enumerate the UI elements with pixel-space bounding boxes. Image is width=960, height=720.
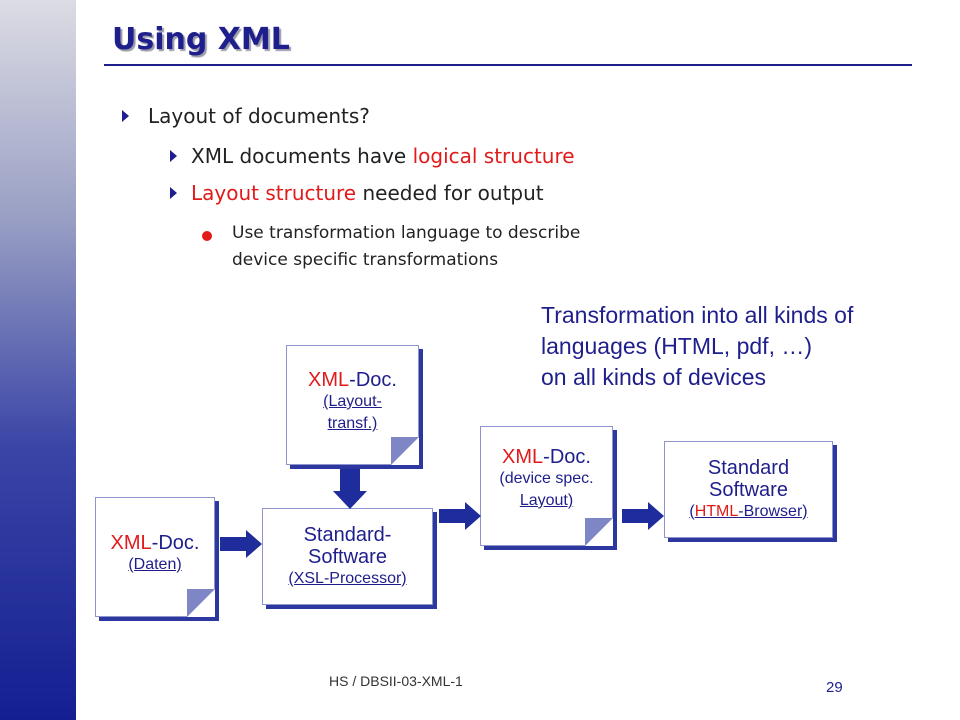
doc-title: XML-Doc. [111, 532, 200, 554]
footer-text: HS / DBSII-03-XML-1 [329, 673, 463, 689]
bullet-text: needed for output [356, 181, 544, 205]
software-title: Software [308, 545, 387, 568]
software-subtitle: (XSL-Processor) [288, 569, 407, 587]
bullet-logical-structure: XML documents have logical structure [191, 144, 575, 168]
paren-label: ( [689, 502, 695, 520]
note-line: on all kinds of devices [541, 364, 767, 390]
xml-label: XML [110, 532, 152, 554]
sub-bullet-transformation-language: Use transformation language to describe … [232, 220, 580, 274]
note-line: Transformation into all kinds of [541, 302, 854, 328]
doc-title: XML-Doc. [308, 369, 397, 391]
bullet-triangle-icon [170, 187, 177, 199]
doc-subtitle: (device spec. [499, 470, 594, 487]
sub-bullet-line: device specific transformations [232, 250, 499, 270]
doc-subtitle: transf.) [327, 415, 378, 432]
bullet-triangle-icon [170, 150, 177, 162]
arrow-right-icon [439, 502, 481, 530]
xml-label: XML [308, 369, 350, 391]
doc-label: -Doc. [543, 446, 591, 468]
doc-label: -Doc. [151, 532, 200, 554]
xml-doc-device-spec-layout: XML-Doc. (device spec. Layout) [480, 426, 613, 546]
bullet-text: XML documents have [191, 144, 413, 168]
sub-bullet-line: Use transformation language to describe [232, 223, 581, 243]
xml-doc-daten: XML-Doc. (Daten) [95, 497, 215, 617]
software-title: Standard [707, 456, 790, 479]
doc-title: XML-Doc. [502, 446, 591, 468]
standard-software-html-browser: Standard Software (HTML-Browser) [664, 441, 833, 538]
bullet-layout-structure: Layout structure needed for output [191, 181, 544, 205]
arrow-down-icon [333, 469, 367, 509]
doc-subtitle: (Daten) [128, 556, 182, 573]
software-title: Standard- [303, 523, 392, 546]
xml-label: XML [502, 446, 544, 468]
slide-title: Using XML [112, 22, 290, 57]
doc-subtitle: Layout) [519, 492, 574, 509]
sidebar-gradient [0, 0, 76, 720]
note-line: languages (HTML, pdf, …) [541, 333, 813, 359]
xml-doc-layout-transf: XML-Doc. (Layout- transf.) [286, 345, 419, 465]
arrow-right-icon [220, 530, 262, 558]
software-subtitle: (HTML-Browser) [689, 501, 807, 523]
arrow-right-icon [622, 502, 664, 530]
html-label: HTML [694, 502, 739, 520]
bullet-layout-of-documents: Layout of documents? [148, 104, 370, 128]
bullet-dot-icon [202, 231, 212, 241]
doc-label: -Doc. [349, 369, 397, 391]
browser-label: -Browser) [738, 502, 808, 520]
bullet-triangle-icon [122, 110, 129, 122]
highlight-text: logical structure [412, 144, 575, 168]
title-rule [104, 64, 912, 66]
highlight-text: Layout structure [191, 181, 357, 205]
doc-subtitle: (Layout- [323, 393, 382, 410]
software-title: Software [709, 478, 788, 501]
standard-software-xsl-processor: Standard- Software (XSL-Processor) [262, 508, 433, 605]
page-number: 29 [826, 679, 843, 696]
transformation-note: Transformation into all kinds of languag… [541, 300, 853, 393]
